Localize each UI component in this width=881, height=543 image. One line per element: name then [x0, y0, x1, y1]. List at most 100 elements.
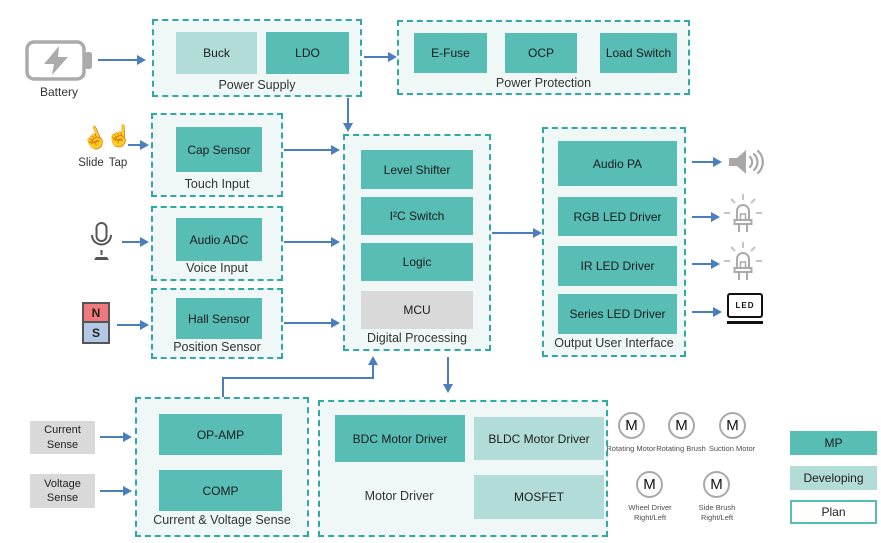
group-label: Touch Input	[184, 177, 250, 191]
group-label: Motor Driver	[364, 489, 434, 503]
arrowhead	[713, 157, 722, 167]
connector-dp-motordriver	[447, 357, 449, 385]
connector-audiopa-speaker	[692, 161, 714, 163]
arrowhead	[533, 228, 542, 238]
current-sense-box: Current Sense	[30, 421, 95, 454]
arrowhead	[123, 432, 132, 442]
connector-voltagesense-cv	[100, 490, 124, 492]
arrowhead	[443, 384, 453, 393]
arrowhead	[140, 237, 149, 247]
arrowhead	[711, 212, 720, 222]
connector-powersupply-digitalprocessing	[347, 98, 349, 124]
chip-ir-led-driver: IR LED Driver	[558, 246, 677, 286]
arrowhead	[713, 307, 722, 317]
battery-label: Battery	[39, 85, 78, 99]
chip-ocp: OCP	[505, 33, 577, 73]
chip-buck: Buck	[176, 32, 257, 74]
chip-label: COMP	[202, 483, 239, 498]
chip-label: RGB LED Driver	[573, 209, 662, 224]
magnet-icon: N S	[82, 302, 110, 344]
group-power-supply: Buck LDO Power Supply	[152, 19, 362, 97]
chip-load-switch: Load Switch	[600, 33, 677, 73]
motor-symbol: M	[643, 476, 656, 493]
legend-plan: Plan	[790, 500, 877, 524]
motor-symbol: M	[726, 417, 739, 434]
group-label: Position Sensor	[173, 340, 261, 354]
motor-label: Suction Motor	[708, 444, 756, 453]
chip-hall-sensor: Hall Sensor	[176, 298, 262, 339]
group-label: Voice Input	[186, 261, 248, 275]
chip-label: Audio PA	[592, 156, 643, 171]
chip-label: Level Shifter	[383, 162, 451, 177]
group-voice-input: Audio ADC Voice Input	[151, 206, 283, 281]
led-display-base	[727, 321, 763, 324]
chip-label: Cap Sensor	[187, 142, 251, 157]
arrowhead	[331, 237, 340, 247]
chip-comp: COMP	[159, 470, 282, 511]
chip-mosfet: MOSFET	[474, 475, 604, 519]
group-digital-processing: Level Shifter I²C Switch Logic MCU Digit…	[343, 134, 491, 351]
arrowhead	[331, 145, 340, 155]
motor-label: Rotating Brush	[656, 444, 706, 453]
chip-label: MOSFET	[514, 490, 564, 504]
connector-powersupply-powerprotection	[364, 56, 389, 58]
group-position-sensor: Hall Sensor Position Sensor	[151, 288, 283, 359]
chip-bdc-motor-driver: BDC Motor Driver	[335, 415, 465, 462]
slide-label: Slide	[78, 157, 104, 169]
chip-series-led-driver: Series LED Driver	[558, 294, 677, 334]
arrowhead	[711, 259, 720, 269]
motor-label: Wheel Driver Right/Left	[628, 503, 672, 522]
connector-battery-powersupply	[98, 59, 137, 61]
group-output-user-interface: Audio PA RGB LED Driver IR LED Driver Se…	[542, 127, 686, 357]
chip-label: I²C Switch	[389, 209, 445, 223]
motor-icon-wheel-driver: M	[636, 471, 663, 498]
chip-label: IR LED Driver	[580, 259, 655, 273]
connector-touchinput-dp	[284, 149, 332, 151]
connector-touch-gesture	[128, 144, 141, 146]
battery-icon	[25, 39, 95, 88]
chip-logic: Logic	[361, 243, 473, 281]
connector-voiceinput-dp	[284, 241, 332, 243]
arrowhead	[123, 486, 132, 496]
arrowhead	[140, 140, 149, 150]
motor-label: Side Brush Right/Left	[698, 503, 736, 522]
motor-icon-suction-motor: M	[719, 412, 746, 439]
group-current-voltage-sense: OP-AMP COMP Current & Voltage Sense	[135, 397, 309, 537]
connector-mic-voiceinput	[122, 241, 141, 243]
legend-developing: Developing	[790, 466, 877, 490]
ir-led-icon	[722, 240, 764, 293]
chip-rgb-led-driver: RGB LED Driver	[558, 197, 677, 236]
arrowhead	[331, 318, 340, 328]
group-power-protection: E-Fuse OCP Load Switch Power Protection	[397, 20, 690, 95]
connector-rgbled-icon	[692, 216, 712, 218]
tap-gesture-icon: ☝	[106, 125, 133, 148]
legend-mp: MP	[790, 431, 877, 455]
motor-icon-rotating-brush: M	[668, 412, 695, 439]
connector-magnet-positionsensor	[117, 324, 141, 326]
motor-icon-rotating-motor: M	[618, 412, 645, 439]
group-label: Power Protection	[495, 76, 592, 90]
motor-symbol: M	[675, 417, 688, 434]
chip-label: Load Switch	[605, 46, 672, 60]
chip-label: Audio ADC	[189, 232, 249, 247]
connector-dp-outputui	[492, 232, 534, 234]
group-label: Power Supply	[218, 78, 296, 92]
chip-label: OP-AMP	[196, 427, 245, 442]
chip-label: OCP	[527, 46, 554, 60]
connector-seriesled-display	[692, 311, 714, 313]
chip-level-shifter: Level Shifter	[361, 150, 473, 189]
connector-cvsense-dp-seg3	[372, 365, 374, 377]
connector-positionsensor-dp	[284, 322, 332, 324]
connector-irled-icon	[692, 263, 712, 265]
led-display-icon: LED	[727, 293, 763, 324]
chip-label: Series LED Driver	[569, 307, 666, 321]
chip-cap-sensor: Cap Sensor	[176, 127, 262, 172]
connector-currentsense-cv	[100, 436, 124, 438]
arrowhead	[388, 52, 397, 62]
chip-label: MCU	[403, 303, 431, 317]
rgb-led-icon	[722, 192, 764, 245]
tap-label: Tap	[108, 157, 128, 169]
arrowhead	[140, 320, 149, 330]
motor-symbol: M	[710, 476, 723, 493]
connector-cvsense-dp-seg2	[222, 377, 374, 379]
